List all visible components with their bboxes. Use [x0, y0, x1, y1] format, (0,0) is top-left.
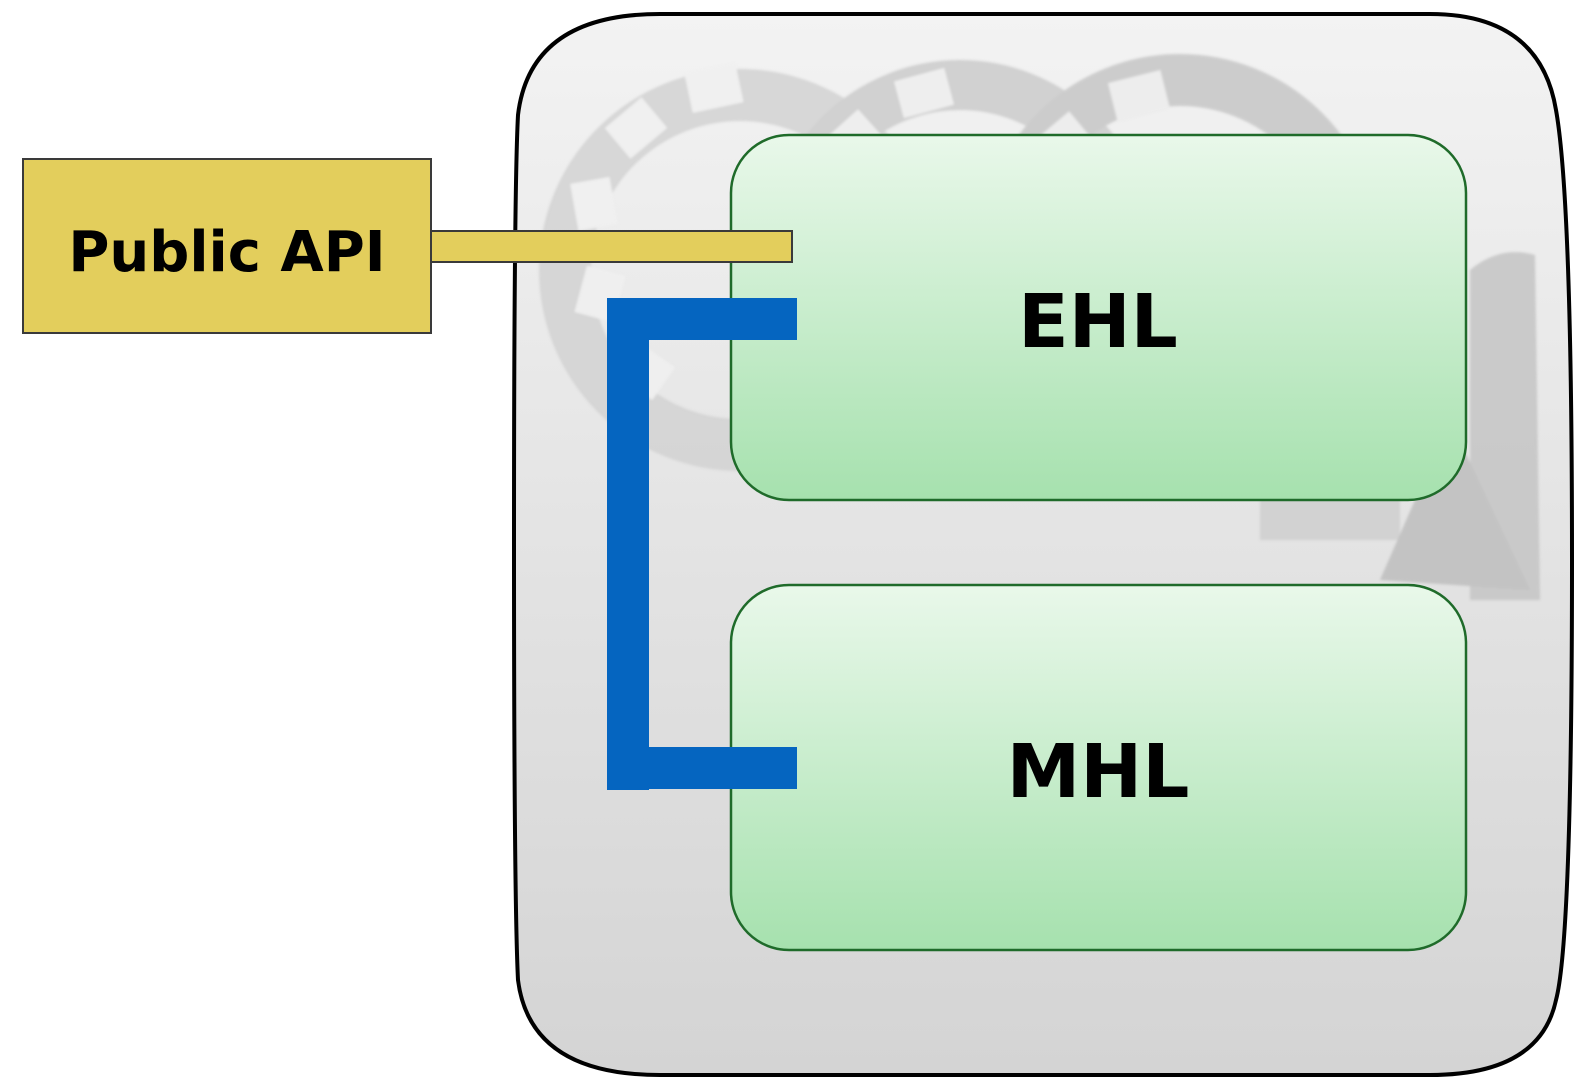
public-api-box: Public API — [22, 158, 432, 334]
mhl-block: MHL — [729, 583, 1468, 952]
public-api-label: Public API — [68, 220, 385, 285]
api-connector — [429, 230, 793, 263]
mhl-label: MHL — [1007, 729, 1190, 815]
ehl-label: EHL — [1018, 279, 1178, 365]
internal-connector — [607, 298, 797, 790]
ehl-block: EHL — [729, 133, 1468, 502]
